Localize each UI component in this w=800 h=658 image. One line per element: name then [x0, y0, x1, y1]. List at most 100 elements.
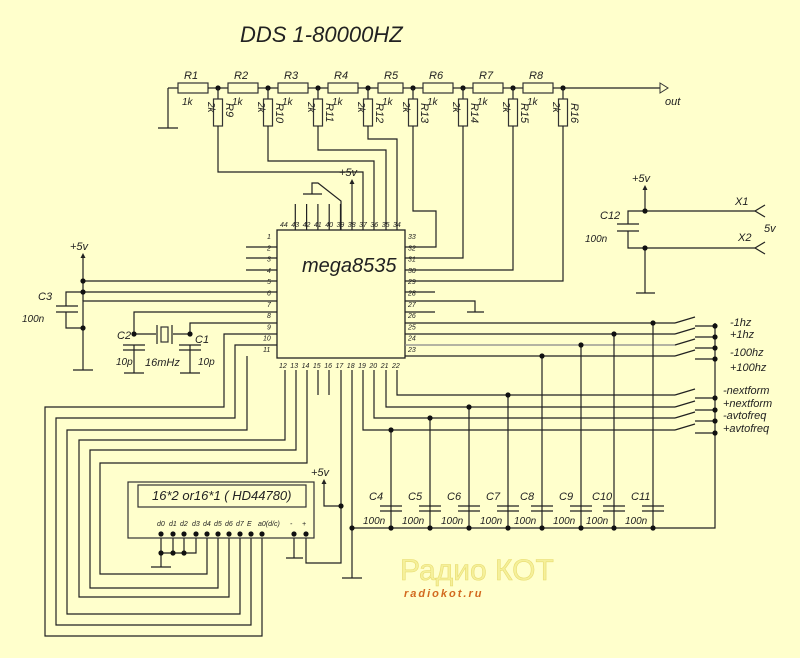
- switch-lever: [674, 400, 696, 408]
- button-label: -1hz: [730, 317, 752, 329]
- lcd-pin-d0: d0: [157, 521, 165, 528]
- wire-r14: [405, 128, 464, 259]
- mcu-vcc-label: +5v: [339, 167, 359, 179]
- resistor-value: 1k: [527, 97, 539, 108]
- pin-label-18: 18: [347, 363, 355, 370]
- switch-node: [712, 407, 718, 413]
- output-label: out: [665, 96, 681, 108]
- resistor-ref: R6: [429, 70, 444, 82]
- c1-value: 10p: [198, 357, 215, 368]
- lcd-pin-dot: [204, 531, 210, 537]
- switch-lever: [674, 338, 696, 346]
- resistor-r5: [377, 82, 404, 94]
- lcd-vcc-label: +5v: [311, 467, 331, 479]
- resistor-r8: [522, 82, 554, 94]
- wire-r12: [367, 128, 398, 230]
- wire-pin12: [66, 356, 248, 615]
- pin-label-32: 32: [408, 245, 416, 252]
- pin-label-30: 30: [408, 268, 416, 275]
- button-label: -nextform: [723, 385, 769, 397]
- mcu-name: mega8535: [302, 255, 397, 277]
- button-label: +1hz: [730, 329, 755, 341]
- lcd-pin-dot: [248, 531, 254, 537]
- switch-lever: [674, 388, 696, 396]
- junction-dot: [578, 342, 584, 348]
- dec-vcc-arrow-icon: [80, 253, 86, 258]
- lcd-pin-d5: d5: [214, 521, 222, 528]
- pin-label-28: 28: [407, 291, 416, 298]
- pin-label-31: 31: [408, 257, 416, 264]
- resistor-value: 2k: [205, 101, 216, 114]
- cap-ref: C4: [369, 491, 383, 503]
- c12-bottom: [627, 231, 755, 249]
- resistor-ref: R12: [373, 103, 385, 123]
- resistor-ref: R10: [273, 103, 285, 124]
- resistor-value: 1k: [382, 97, 394, 108]
- resistor-ref: R3: [284, 70, 299, 82]
- dec-vcc-label: +5v: [70, 241, 90, 253]
- lcd-pin-dot: [193, 531, 199, 537]
- lcd-pin-dot: [158, 531, 164, 537]
- switch-lever: [674, 349, 696, 357]
- crystal-frequency: 16mHz: [145, 357, 180, 369]
- pushbuttons: -1hz+1hz-100hz+100hz-nextform+nextform-a…: [388, 316, 772, 436]
- cap-ref: C6: [447, 491, 462, 503]
- pin-label-26: 26: [407, 313, 416, 320]
- pin-label-7: 7: [267, 302, 272, 309]
- wire-pin27: [405, 300, 476, 312]
- wire-pin20: [373, 370, 675, 419]
- resistor-value: 2k: [450, 101, 461, 114]
- switch-node: [712, 323, 718, 329]
- crystal-body: [160, 326, 169, 343]
- cap-node: [427, 525, 433, 531]
- cap-value: 100n: [514, 516, 537, 527]
- lcd-pin-dot: [303, 531, 309, 537]
- conn-vcc-arrow-icon: [642, 185, 648, 190]
- pin-label-23: 23: [407, 347, 416, 354]
- wire-pin22: [396, 370, 675, 396]
- wire-pin10: [44, 333, 277, 637]
- lcd-pin-dot: [215, 531, 221, 537]
- junction-dot: [642, 208, 648, 214]
- junction-dot: [338, 503, 344, 509]
- c2-ref: C2: [117, 330, 131, 342]
- filter-capacitors: C4100nC5100nC6100nC7100nC8100nC9100nC101…: [349, 491, 664, 531]
- pin-label-16: 16: [324, 363, 332, 370]
- lcd-d0-d3-tie: [160, 534, 197, 554]
- lcd-pin-dot: [237, 531, 243, 537]
- cap-node: [505, 525, 511, 531]
- c3-bottom: [65, 312, 83, 329]
- pin-label-13: 13: [290, 363, 298, 370]
- pin-label-27: 27: [407, 302, 417, 309]
- wire-r16: [405, 128, 564, 282]
- lcd-vcc-arrow-icon: [321, 479, 327, 484]
- resistor-value: 1k: [282, 97, 294, 108]
- schematic-title: DDS 1-80000HZ: [240, 22, 404, 47]
- lcd-pin-d7: d7: [236, 521, 245, 528]
- switch-node: [712, 345, 718, 351]
- cap-value: 100n: [480, 516, 503, 527]
- mcu-body: [276, 229, 406, 359]
- cap-value: 100n: [553, 516, 576, 527]
- c3-left: [65, 291, 83, 306]
- c12-ref: C12: [600, 210, 620, 222]
- junction-dot: [170, 550, 176, 556]
- output-arrow-icon: [659, 82, 669, 94]
- junction-dot: [158, 550, 164, 556]
- c2-value: 10p: [116, 357, 133, 368]
- lcd-pin-dot: [226, 531, 232, 537]
- c3-ref: C3: [38, 291, 53, 303]
- pin-label-8: 8: [267, 313, 271, 320]
- pin-label-25: 25: [407, 324, 416, 331]
- cap-node: [578, 525, 584, 531]
- c12-top: [627, 210, 645, 224]
- c3-value: 100n: [22, 314, 45, 325]
- lcd-pin-a0(d/c): a0(d/c): [258, 521, 280, 528]
- pin-label-15: 15: [313, 363, 321, 370]
- lcd-pin-dot: [181, 531, 187, 537]
- junction-dot: [650, 320, 656, 326]
- cap-value: 100n: [625, 516, 648, 527]
- lcd-pin-dot: [291, 531, 297, 537]
- button-label: +nextform: [723, 398, 772, 410]
- resistor-r2: [227, 82, 259, 94]
